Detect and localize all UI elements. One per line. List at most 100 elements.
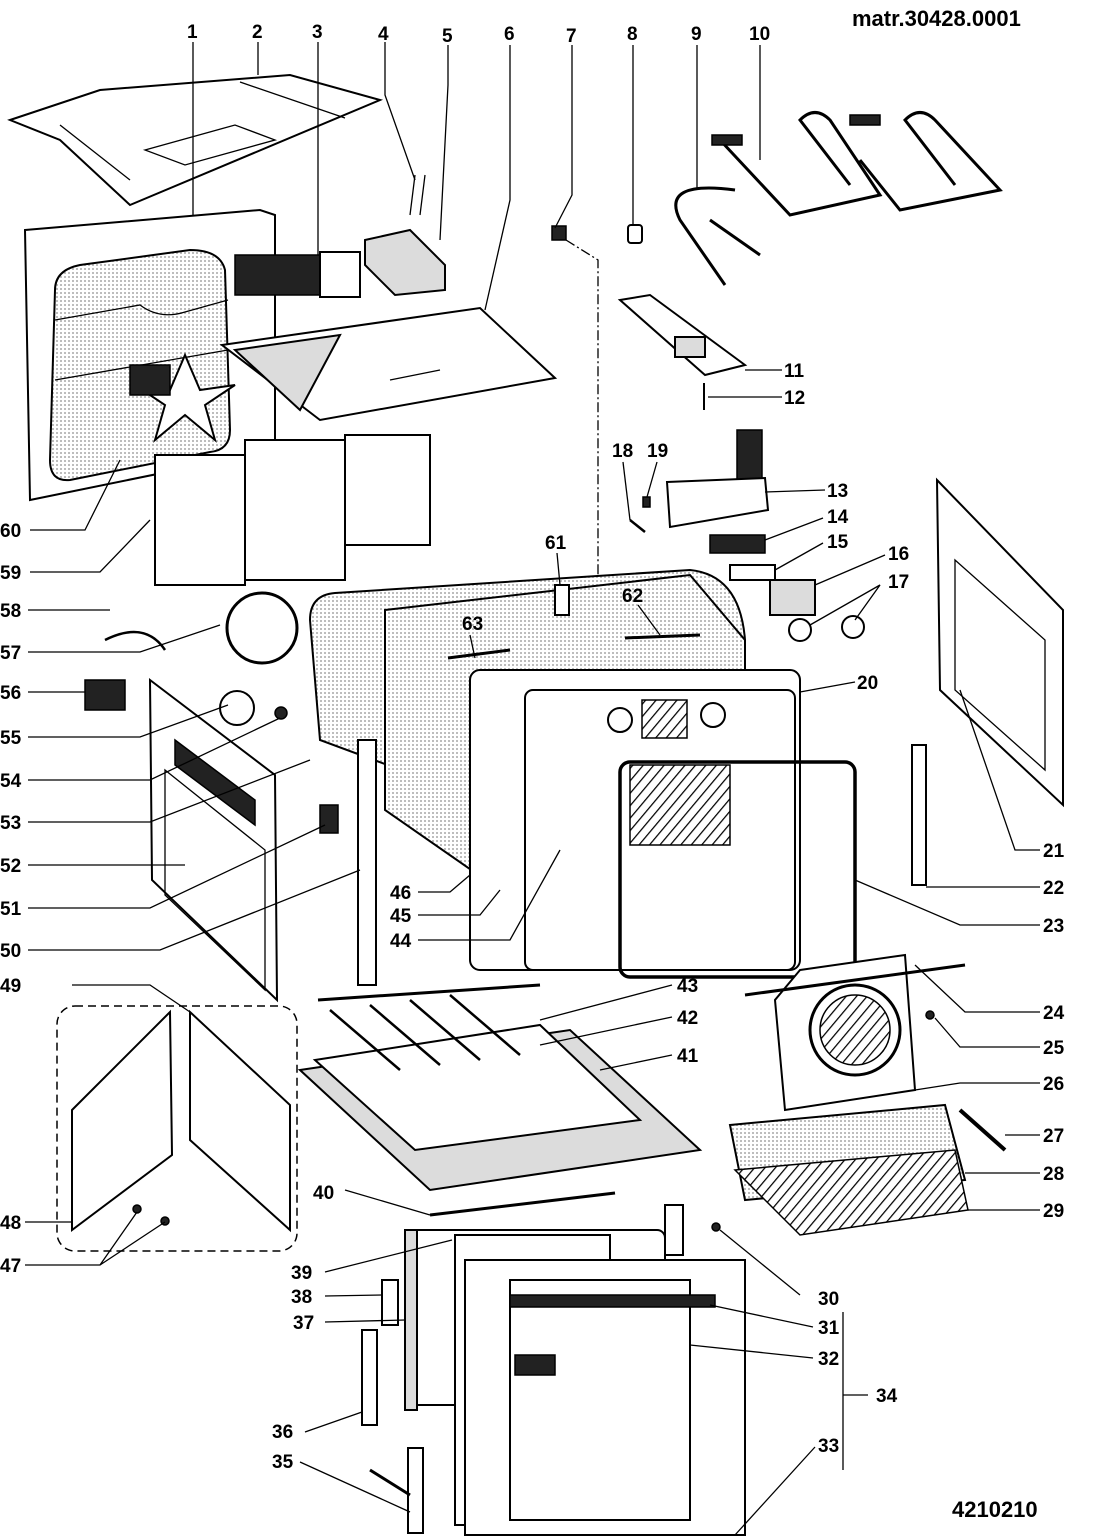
callout-52: 52 xyxy=(0,856,21,877)
part-bracket-51 xyxy=(319,804,339,834)
callout-56: 56 xyxy=(0,683,21,704)
callout-21: 21 xyxy=(1043,841,1065,862)
callout-22: 22 xyxy=(1043,878,1064,899)
callout-59: 59 xyxy=(0,563,21,584)
callout-23: 23 xyxy=(1043,916,1064,937)
callout-43: 43 xyxy=(677,976,698,997)
callout-24: 24 xyxy=(1043,1003,1065,1024)
callout-57: 57 xyxy=(0,643,21,664)
callout-16: 16 xyxy=(888,544,909,565)
part-screws-4 xyxy=(409,174,426,216)
part-hinge-62 xyxy=(624,633,701,640)
part-lamp-cover-55 xyxy=(219,690,255,726)
part-side-rail-22 xyxy=(911,744,927,886)
part-knob-17b xyxy=(841,615,865,639)
callout-62: 62 xyxy=(622,586,643,607)
part-cooling-fan xyxy=(234,251,361,298)
part-door-assembly xyxy=(404,1229,746,1536)
part-top-plate xyxy=(219,306,558,422)
part-lamp-15 xyxy=(729,564,776,581)
callout-15: 15 xyxy=(827,532,849,553)
part-lamp-54 xyxy=(274,706,288,720)
callout-38: 38 xyxy=(291,1287,312,1308)
callout-40: 40 xyxy=(313,1183,334,1204)
part-fan-guard-57 xyxy=(225,591,299,665)
part-screw-30 xyxy=(711,1222,721,1232)
part-hinge-cover-38 xyxy=(361,1329,378,1426)
callout-5: 5 xyxy=(442,26,453,47)
part-hinge-35 xyxy=(369,1447,424,1534)
part-right-side-panel xyxy=(935,477,1064,808)
material-code: matr.30428.0001 xyxy=(852,6,1021,31)
callout-53: 53 xyxy=(0,813,21,834)
part-grill-43 xyxy=(317,983,541,1071)
part-side-runner-48a xyxy=(71,1009,174,1232)
callout-54: 54 xyxy=(0,771,22,792)
part-61 xyxy=(554,584,570,616)
drawing-number: 4210210 xyxy=(952,1497,1038,1522)
callout-29: 29 xyxy=(1043,1201,1064,1222)
callout-36: 36 xyxy=(272,1422,293,1443)
callout-32: 32 xyxy=(818,1349,839,1370)
callout-55: 55 xyxy=(0,728,22,749)
callout-9: 9 xyxy=(691,24,702,45)
part-18 xyxy=(629,519,646,533)
callout-27: 27 xyxy=(1043,1126,1064,1147)
part-grill-element xyxy=(711,111,1003,217)
part-lamp-holder xyxy=(551,225,567,241)
callout-51: 51 xyxy=(0,899,22,920)
callout-6: 6 xyxy=(504,24,515,45)
callout-39: 39 xyxy=(291,1263,312,1284)
callout-26: 26 xyxy=(1043,1074,1064,1095)
part-bracket-36 xyxy=(381,1279,399,1326)
part-strip-40 xyxy=(429,1191,616,1217)
part-hinge-63 xyxy=(447,648,511,660)
callout-47: 47 xyxy=(0,1256,21,1277)
callout-20: 20 xyxy=(857,673,878,694)
part-back-fan-cover xyxy=(773,953,917,1112)
part-glass-16 xyxy=(769,579,816,616)
callout-18: 18 xyxy=(612,441,633,462)
callout-19: 19 xyxy=(647,441,668,462)
part-fan-blade xyxy=(129,352,236,443)
part-shelf-42 xyxy=(312,1023,643,1152)
part-door-seal xyxy=(618,760,857,979)
callout-1: 1 xyxy=(187,22,198,43)
part-19 xyxy=(642,496,651,508)
part-probe xyxy=(674,186,761,286)
part-front-frame xyxy=(469,669,801,971)
leader-lines xyxy=(25,42,1040,1536)
callout-35: 35 xyxy=(272,1452,294,1473)
part-switch-14 xyxy=(709,534,766,554)
part-element-27 xyxy=(958,1108,1007,1152)
callout-58: 58 xyxy=(0,601,21,622)
callout-11: 11 xyxy=(784,361,805,382)
callout-45: 45 xyxy=(390,906,412,927)
callout-25: 25 xyxy=(1043,1038,1065,1059)
callout-50: 50 xyxy=(0,941,21,962)
callout-44: 44 xyxy=(390,931,412,952)
part-connector-56 xyxy=(84,679,126,711)
callout-13: 13 xyxy=(827,481,848,502)
part-top-cover xyxy=(7,73,384,207)
callout-2: 2 xyxy=(252,22,263,43)
callout-12: 12 xyxy=(784,388,805,409)
part-timer-module xyxy=(665,429,770,529)
part-side-rail-50 xyxy=(357,739,377,986)
callout-48: 48 xyxy=(0,1213,21,1234)
callout-34: 34 xyxy=(876,1386,898,1407)
part-hinge-30 xyxy=(664,1204,684,1256)
callout-60: 60 xyxy=(0,521,21,542)
part-control-board xyxy=(617,293,748,377)
callout-3: 3 xyxy=(312,22,323,43)
callout-61: 61 xyxy=(545,533,567,554)
callout-4: 4 xyxy=(378,24,389,45)
part-cable-58 xyxy=(104,630,167,651)
callout-42: 42 xyxy=(677,1008,698,1029)
part-thermostat-bracket xyxy=(364,228,446,297)
callout-7: 7 xyxy=(566,26,577,47)
callout-46: 46 xyxy=(390,883,411,904)
construction-line xyxy=(565,239,599,575)
callout-33: 33 xyxy=(818,1436,839,1457)
callout-labels: 1 2 3 4 5 6 7 8 9 10 11 12 13 14 15 16 1… xyxy=(0,22,1065,1473)
